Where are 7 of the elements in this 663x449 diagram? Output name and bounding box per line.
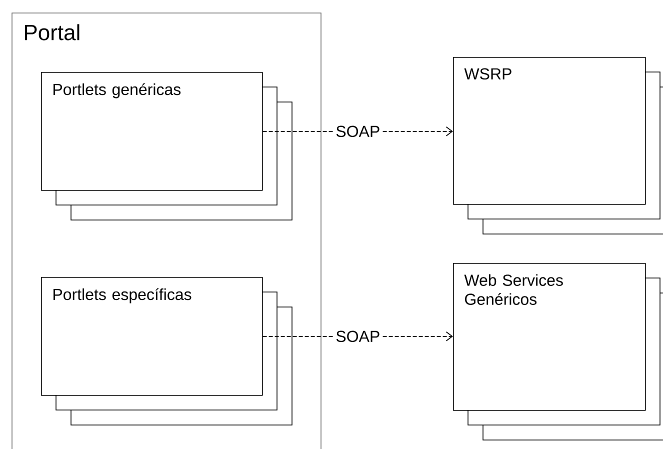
stacked-box: Portlets genéricas [41, 72, 292, 220]
stacked-box: Web Services Genéricos [453, 263, 663, 440]
node-label: Portlets genéricas [54, 83, 181, 98]
stacked-box: WSRP [453, 57, 663, 234]
stacked-box: Portlets específicas [41, 277, 292, 426]
edge-label: SOAP [334, 124, 382, 139]
edge-label: SOAP [334, 329, 382, 344]
